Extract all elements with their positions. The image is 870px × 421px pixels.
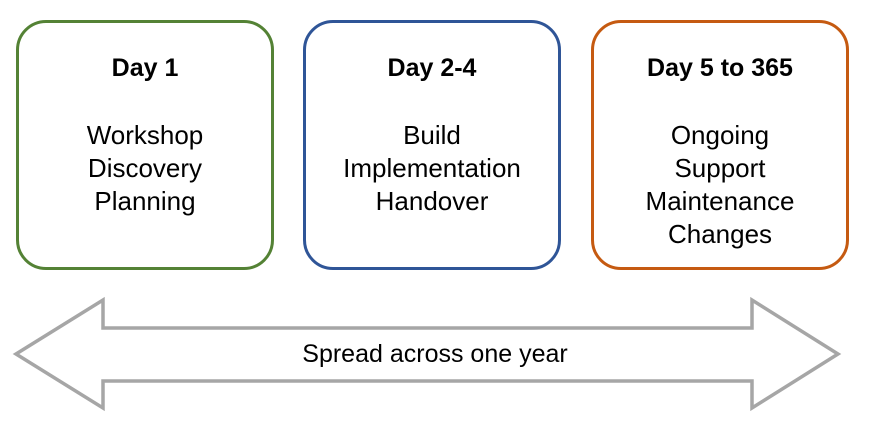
phase-box-day-2-4: Day 2-4 Build Implementation Handover [303,20,561,270]
phase-box-day-5-to-365: Day 5 to 365 Ongoing Support Maintenance… [591,20,849,270]
phase-item: Ongoing [670,120,770,150]
phase-box-day-1: Day 1 Workshop Discovery Planning [16,20,274,270]
phase-title: Day 5 to 365 [647,54,793,82]
timeline-label: Spread across one year [302,340,568,368]
phase-title: Day 1 [111,54,179,82]
phase-item: Workshop [86,120,204,150]
phase-items: Workshop Discovery Planning [87,119,204,218]
phase-items: Ongoing Support Maintenance Changes [646,119,795,251]
phase-item: Handover [375,186,489,216]
phase-item: Discovery [87,153,203,183]
phase-item: Planning [94,186,196,216]
phase-item: Implementation [343,153,521,183]
phase-item: Support [674,153,766,183]
phase-items: Build Implementation Handover [343,119,521,218]
phase-item: Build [403,120,461,150]
double-arrow-shape [12,296,842,412]
phase-item: Maintenance [645,186,795,216]
phase-item: Changes [667,219,773,249]
phase-title: Day 2-4 [387,54,477,82]
